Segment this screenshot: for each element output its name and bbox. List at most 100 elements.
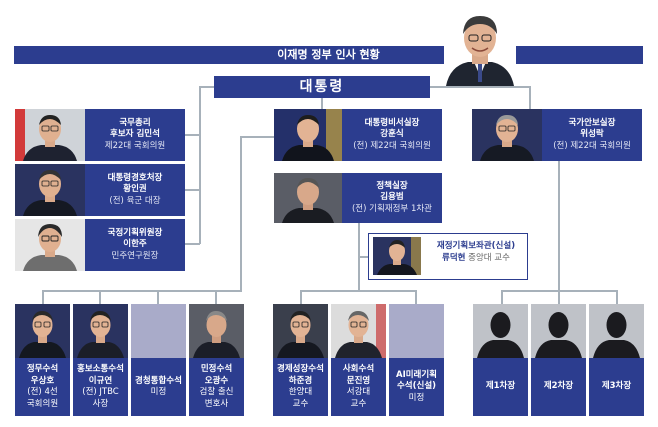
connector-stack-2 bbox=[185, 189, 200, 191]
deputy-1-role: 제1차장 bbox=[485, 381, 516, 392]
fiscal-secretary-note: 중앙대 교수 bbox=[465, 253, 510, 263]
connector-security-down bbox=[558, 160, 560, 290]
planning-committee-role: 국정기획위원장 bbox=[107, 227, 163, 238]
security-chief-note: (전) 제22대 국회의원 bbox=[553, 140, 631, 151]
civil-affairs-name: 오광수 bbox=[204, 375, 229, 386]
connector-president-down bbox=[321, 98, 323, 110]
civil-affairs-note-1: 검찰 출신 bbox=[199, 387, 234, 397]
social-affairs-role: 사회수석 bbox=[342, 364, 375, 374]
social-affairs-name: 문진영 bbox=[346, 375, 371, 386]
communications-note-1: (전) JTBC bbox=[82, 387, 119, 397]
connector-chief-vertical bbox=[240, 136, 242, 290]
pm-info: 국무총리 후보자 김민석 제22대 국회의원 bbox=[85, 109, 185, 161]
chief-of-staff-photo bbox=[274, 109, 342, 161]
planning-committee-note: 민주연구원장 bbox=[111, 250, 159, 261]
civil-affairs-label: 민정수석 오광수 검찰 출신 변호사 bbox=[189, 358, 244, 416]
political-affairs-role: 정무수석 bbox=[26, 364, 59, 374]
political-affairs-name: 우상호 bbox=[30, 375, 55, 386]
pm-photo bbox=[15, 109, 85, 161]
connector-center-bus bbox=[300, 290, 417, 292]
fiscal-secretary-callout: 재정기획보좌관(신설) 류덕현 중앙대 교수 bbox=[368, 233, 528, 280]
chart-title: 이재명 정부 인사 현황 bbox=[14, 46, 643, 64]
security-service-note: (전) 육군 대장 bbox=[109, 195, 161, 206]
deputy-2-role: 제2차장 bbox=[543, 381, 574, 392]
civil-affairs-photo bbox=[189, 304, 244, 358]
security-chief-info: 국가안보실장 위성락 (전) 제22대 국회의원 bbox=[542, 109, 642, 161]
listening-integration-role: 경청통합수석 bbox=[135, 375, 182, 386]
deputy-3-label: 제3차장 bbox=[589, 358, 644, 416]
political-affairs-label: 정무수석 우상호 (전) 4선 국회의원 bbox=[15, 358, 70, 416]
social-affairs-photo bbox=[331, 304, 386, 358]
connector-left-drop-4 bbox=[215, 290, 217, 304]
president-box: 대통령 bbox=[214, 76, 430, 98]
social-affairs-label: 사회수석 문진영 서강대 교수 bbox=[331, 358, 386, 416]
connector-left-drop-2 bbox=[99, 290, 101, 304]
chief-of-staff-role: 대통령비서실장 bbox=[364, 117, 420, 128]
pm-note: 제22대 국회의원 bbox=[104, 140, 166, 151]
political-affairs-note-2: 국회의원 bbox=[26, 398, 59, 409]
chief-of-staff-name: 강훈식 bbox=[380, 129, 404, 140]
deputy-1-label: 제1차장 bbox=[473, 358, 528, 416]
deputy-2-label: 제2차장 bbox=[531, 358, 586, 416]
economic-growth-label: 경제성장수석 하준경 한양대 교수 bbox=[273, 358, 328, 416]
connector-center-drop-1 bbox=[300, 290, 302, 304]
security-service-photo bbox=[15, 164, 85, 216]
social-affairs-note-2: 교수 bbox=[350, 398, 367, 409]
economic-growth-role: 경제성장수석 bbox=[277, 364, 324, 374]
connector-left-drop-3 bbox=[157, 290, 159, 304]
president-photo bbox=[444, 10, 516, 86]
policy-chief-name: 김용범 bbox=[380, 192, 404, 203]
communications-label: 홍보소통수석 이규연 (전) JTBC 사장 bbox=[73, 358, 128, 416]
fiscal-secretary-text: 재정기획보좌관(신설) 류덕현 중앙대 교수 bbox=[425, 240, 527, 264]
ai-future-role-2: 수석(신설) bbox=[396, 381, 437, 392]
communications-role: 홍보소통수석 bbox=[77, 364, 124, 374]
economic-growth-note-2: 교수 bbox=[292, 398, 309, 409]
ai-future-placeholder bbox=[389, 304, 444, 358]
planning-committee-info: 국정기획위원장 이한주 민주연구원장 bbox=[85, 219, 185, 271]
deputy-2-silhouette bbox=[531, 304, 586, 358]
planning-committee-photo bbox=[15, 219, 85, 271]
fiscal-secretary-name: 류덕현 bbox=[442, 253, 466, 263]
pm-role: 국무총리 bbox=[119, 117, 151, 128]
security-chief-role: 국가안보실장 bbox=[568, 117, 616, 128]
security-chief-photo bbox=[472, 109, 542, 161]
security-service-info: 대통령경호처장 황인권 (전) 육군 대장 bbox=[85, 164, 185, 216]
civil-affairs-role: 민정수석 bbox=[200, 364, 233, 374]
security-service-role: 대통령경호처장 bbox=[107, 172, 163, 183]
policy-chief-role: 정책실장 bbox=[376, 180, 408, 191]
ai-future-status: 미정 bbox=[408, 392, 425, 403]
communications-note-2: 사장 bbox=[92, 398, 109, 409]
policy-chief-info: 정책실장 김용범 (전) 기획재정부 1차관 bbox=[342, 173, 442, 223]
connector-left-drop-1 bbox=[42, 290, 44, 304]
connector-chief-left bbox=[240, 136, 274, 138]
connector-left-to-president bbox=[199, 86, 215, 88]
political-affairs-photo bbox=[15, 304, 70, 358]
fiscal-secretary-role: 재정기획보좌관(신설) bbox=[436, 241, 516, 251]
deputy-3-role: 제3차장 bbox=[601, 381, 632, 392]
economic-growth-name: 하준경 bbox=[288, 375, 313, 386]
connector-center-drop-2 bbox=[415, 290, 417, 304]
connector-left-vertical bbox=[199, 86, 201, 244]
deputy-1-silhouette bbox=[473, 304, 528, 358]
security-service-name: 황인권 bbox=[123, 184, 147, 195]
chief-of-staff-info: 대통령비서실장 강훈식 (전) 제22대 국회의원 bbox=[342, 109, 442, 161]
social-affairs-note-1: 서강대 bbox=[346, 387, 371, 397]
connector-president-right bbox=[430, 86, 530, 88]
policy-chief-note: (전) 기획재정부 1차관 bbox=[351, 203, 432, 214]
connector-stack-1 bbox=[185, 134, 200, 136]
ai-future-role-1: AI미래기획 bbox=[395, 369, 438, 380]
connector-right-drop bbox=[529, 86, 531, 110]
policy-chief-photo bbox=[274, 173, 342, 223]
fiscal-secretary-photo bbox=[373, 237, 421, 275]
ai-future-label: AI미래기획 수석(신설) 미정 bbox=[389, 358, 444, 416]
listening-integration-label: 경청통합수석 미정 bbox=[131, 358, 186, 416]
chief-of-staff-note: (전) 제22대 국회의원 bbox=[353, 140, 431, 151]
economic-growth-note-1: 한양대 bbox=[288, 387, 313, 397]
listening-integration-status: 미정 bbox=[150, 387, 167, 397]
political-affairs-note-1: (전) 4선 bbox=[27, 387, 58, 397]
communications-name: 이규연 bbox=[88, 375, 113, 386]
connector-left-bus bbox=[42, 290, 242, 292]
communications-photo bbox=[73, 304, 128, 358]
listening-integration-placeholder bbox=[131, 304, 186, 358]
planning-committee-name: 이한주 bbox=[123, 239, 147, 250]
